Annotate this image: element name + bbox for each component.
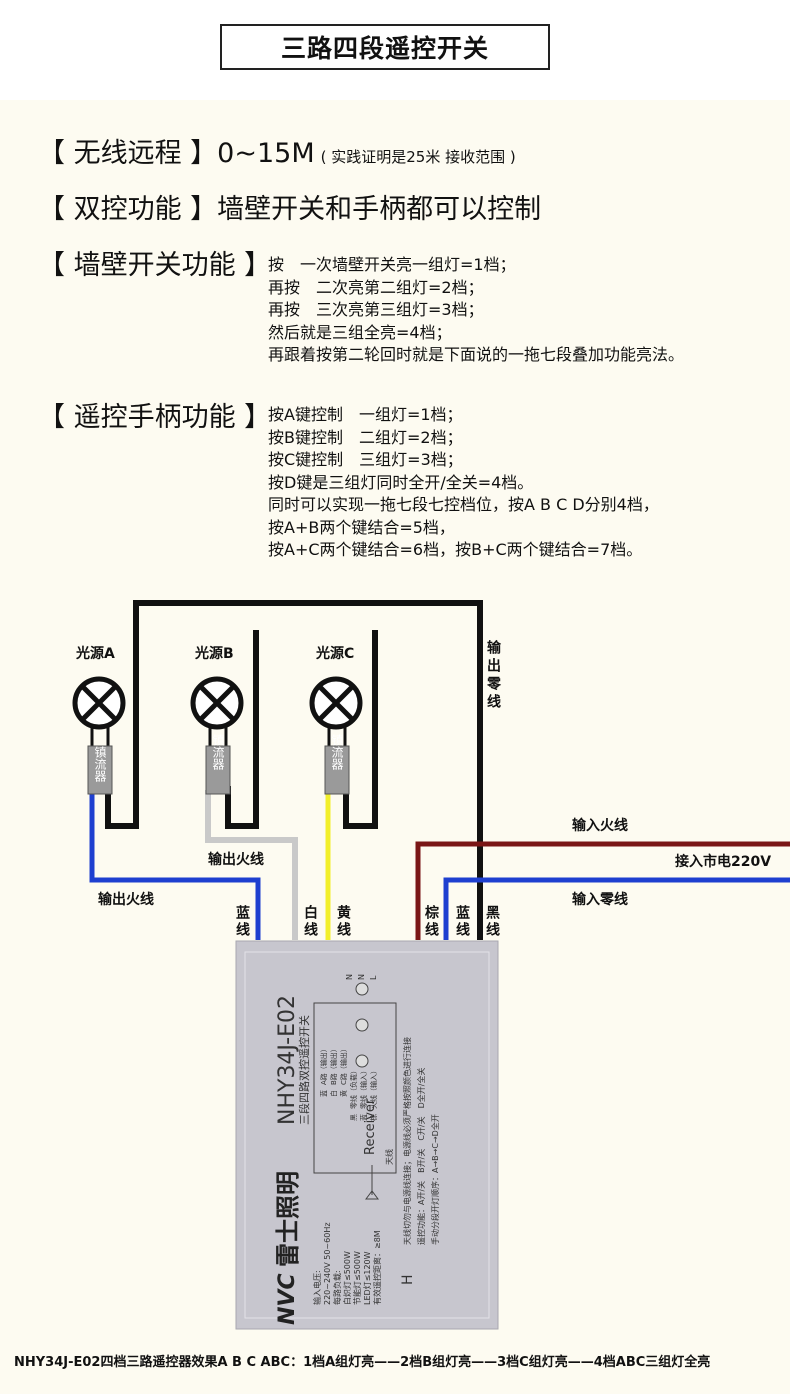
wire-blue-n-label: 蓝线	[454, 904, 470, 939]
rating-line: 输入电压:	[312, 1270, 322, 1305]
wire-white-label: 白线	[302, 904, 318, 939]
terminal-label: N	[357, 974, 366, 980]
rating-line: 有效遥控距离：≥8M	[372, 1230, 382, 1305]
rating-line: LED灯≤120W	[362, 1251, 372, 1305]
wireless-row: 【 无线远程 】0~15M ( 实践证明是25米 接收范围 )	[38, 131, 516, 170]
remote-line: 按B键控制 二组灯=2档；	[268, 427, 463, 447]
color-code: 黄	[339, 1090, 348, 1097]
device-model: NHY34J-E02	[275, 995, 300, 1125]
black-wires	[105, 600, 483, 940]
wall-line: 按 一次墙壁开关亮一组灯=1档；	[268, 255, 516, 274]
wall-label: 【 墙壁开关功能 】	[38, 250, 272, 281]
wire-row: A路（输出）	[319, 1045, 328, 1085]
rating-line: 节能灯≤500W	[352, 1251, 362, 1305]
ballast-label: 镇流器	[93, 746, 107, 783]
dual-value: 墙壁开关和手柄都可以控制	[217, 194, 542, 225]
remote-lines: 按A键控制 一组灯=1档； 按B键控制 二组灯=2档； 按C键控制 三组灯=3档…	[268, 404, 659, 562]
wire-row: 零线（负载）	[349, 1067, 358, 1109]
wire-row: 零线（输入）	[359, 1067, 368, 1109]
color-code: 棕	[369, 1114, 378, 1121]
color-code: 黑	[350, 1114, 358, 1121]
remote-row: 【 遥控手柄功能 】	[38, 395, 271, 434]
rating-line: 每路负载:	[332, 1270, 342, 1305]
blue-neutral-wire	[443, 877, 790, 940]
h-mark: H	[400, 1274, 416, 1285]
wire-row: 火线（输入）	[369, 1067, 378, 1109]
remote-line: 按C键控制 三组灯=3档；	[268, 450, 463, 469]
wall-row: 【 墙壁开关功能 】	[38, 243, 271, 282]
wall-line: 然后就是三组全亮=4档；	[268, 322, 452, 342]
lamp-c: 镇流器	[309, 676, 363, 795]
lamp-b-label: 光源B	[194, 645, 234, 662]
lamp-a: 镇流器	[72, 676, 126, 795]
input-neutral-label: 输入零线	[572, 891, 628, 908]
output-live-b-label: 输出火线	[208, 851, 264, 868]
wire-row: C路（输出）	[339, 1045, 348, 1085]
device-subtitle: 三段四路双控遥控开关	[297, 1015, 311, 1125]
white-wire	[205, 790, 298, 940]
remote-line: 按A+B两个键结合=5档，	[268, 517, 455, 537]
device-logo: NVC	[275, 1273, 300, 1325]
wireless-label: 【 无线远程 】	[38, 138, 218, 169]
lamp-b: 镇流器	[190, 676, 244, 795]
wall-lines: 按 一次墙壁开关亮一组灯=1档； 再按 二次亮第二组灯=2档； 再按 三次亮第三…	[268, 254, 684, 367]
wire-blue-a-label: 蓝线	[234, 904, 250, 939]
device-note: 手动分段开灯顺序：A→B→C→D全开	[430, 1114, 440, 1245]
terminal-label: L	[369, 975, 378, 980]
wireless-value: 0~15M	[217, 138, 315, 169]
output-neutral-label: 输出零线	[485, 639, 502, 712]
input-live-label: 输入火线	[572, 817, 628, 834]
page-title: 三路四段遥控开关	[220, 24, 550, 70]
device-note: 天线切勿与电源线连接；电源线必须严格按照颜色进行连接	[402, 1037, 412, 1245]
device-lamp-icons	[355, 982, 369, 1068]
wall-line: 再按 二次亮第二组灯=2档；	[268, 277, 484, 297]
footer-caption: NHY34J-E02四档三路遥控器效果A B C ABC：1档A组灯亮——2档B…	[14, 1355, 711, 1370]
receiver-label: Receiver	[363, 1098, 378, 1155]
remote-line: 按A+C两个键结合=6档，按B+C两个键结合=7档。	[268, 540, 643, 559]
remote-line: 按A键控制 一组灯=1档；	[268, 405, 463, 424]
lamp-c-label: 光源C	[315, 645, 354, 662]
color-code: 白	[329, 1090, 338, 1097]
remote-line: 同时可以实现一拖七段七控档位，按A B C D分别4档，	[268, 495, 659, 514]
remote-label: 【 遥控手柄功能 】	[38, 402, 272, 433]
blue-wire-a	[89, 790, 261, 940]
mains-label: 接入市电220V	[675, 853, 771, 870]
terminal-label: N	[345, 974, 354, 980]
wall-line: 再跟着按第二轮回时就是下面说的一拖七段叠加功能亮法。	[268, 345, 685, 364]
color-code: 蓝	[319, 1090, 328, 1097]
ballast-label: 镇流器	[330, 734, 344, 771]
output-live-a-label: 输出火线	[98, 891, 154, 908]
wall-line: 再按 三次亮第三组灯=3档；	[268, 300, 484, 319]
wireless-note: ( 实践证明是25米 接收范围 )	[320, 148, 516, 166]
device-note: 遥控功能：A开/关 B开/关 C开/关 D全开/全关	[416, 1068, 426, 1246]
brown-wire	[415, 841, 790, 940]
controller-device: NVC 雷士照明 NHY34J-E02 三段四路双控遥控开关 输入电压: 220…	[235, 940, 499, 1330]
lamp-a-label: 光源A	[75, 645, 115, 662]
remote-line: 按D键是三组灯同时全开/全关=4档。	[268, 472, 534, 492]
device-brand: 雷士照明	[274, 1171, 302, 1267]
wire-black-label: 黑线	[484, 905, 500, 939]
dual-label: 【 双控功能 】	[38, 194, 218, 225]
rating-line: 220~240V 50~60Hz	[323, 1222, 332, 1305]
header: 三路四段遥控开关	[0, 0, 790, 100]
dual-row: 【 双控功能 】墙壁开关和手柄都可以控制	[38, 187, 541, 226]
ballast-label: 镇流器	[211, 734, 225, 771]
wire-row: B路（输出）	[329, 1045, 338, 1085]
color-code: 蓝	[359, 1114, 368, 1121]
wire-brown-label: 棕线	[423, 904, 440, 939]
rating-line: 白炽灯≤500W	[342, 1251, 352, 1305]
antenna-label: 天线	[384, 1149, 394, 1165]
wire-yellow-label: 黄线	[335, 904, 351, 939]
